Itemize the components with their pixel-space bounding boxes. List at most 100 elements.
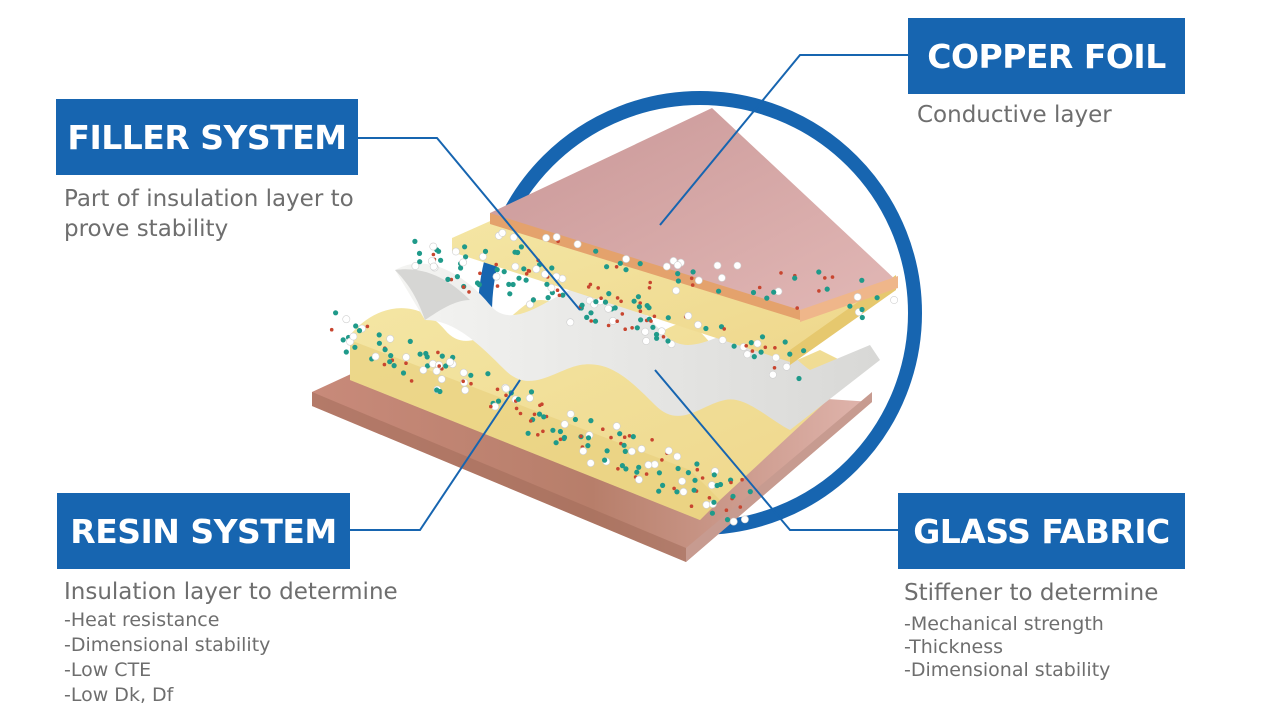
filler-particle <box>596 286 600 290</box>
filler-particle <box>376 332 382 338</box>
filler-particle <box>615 296 620 300</box>
filler-particle <box>750 289 757 296</box>
filler-particle <box>664 446 673 455</box>
filler-particle <box>792 275 798 281</box>
filler-particle <box>592 318 599 324</box>
filler-particle <box>494 267 500 273</box>
filler-particle <box>641 327 650 336</box>
filler-particle <box>621 442 627 448</box>
filler-particle <box>646 305 652 311</box>
filler-particle <box>695 467 700 472</box>
filler-particle <box>588 282 593 287</box>
filler-particle <box>443 363 449 369</box>
filler-particle <box>579 434 583 439</box>
filler-particle <box>684 311 693 320</box>
filler-particle <box>439 353 445 359</box>
filler-particle <box>711 472 717 478</box>
filler-particle <box>549 265 555 271</box>
filler-particle <box>485 371 491 377</box>
filler-particle <box>417 259 423 265</box>
filler-particle <box>617 260 623 266</box>
filler-particle <box>417 351 423 357</box>
filler-particle <box>782 339 788 345</box>
filler-particle <box>660 482 666 488</box>
filler-particle <box>724 517 731 523</box>
filler-particle <box>628 447 636 456</box>
filler-particle <box>429 262 438 271</box>
filler-particle <box>524 272 529 276</box>
filler-particle <box>636 464 642 470</box>
filler-particle <box>772 366 777 370</box>
filler-particle <box>541 270 549 279</box>
filler-particle <box>502 384 510 393</box>
filler-particle <box>724 508 729 512</box>
filler-particle <box>652 314 657 319</box>
filler-particle <box>501 269 507 275</box>
filler-particle <box>516 275 522 281</box>
filler-particle <box>722 327 726 331</box>
filler-particle <box>579 302 585 308</box>
filler-particle <box>557 428 564 435</box>
filler-particle <box>612 422 621 431</box>
filler-particle <box>407 338 413 344</box>
filler-particle <box>606 291 612 297</box>
filler-particle <box>498 228 507 237</box>
filler-particle <box>859 314 865 321</box>
filler-particle <box>352 344 358 350</box>
filler-particle <box>467 290 471 294</box>
filler-particle <box>692 477 698 483</box>
filler-particle <box>602 299 609 305</box>
filler-particle <box>463 254 469 260</box>
filler-particle <box>647 286 652 290</box>
filler-particle <box>429 242 438 251</box>
filler-particle <box>691 487 697 493</box>
resin-bullet-item: -Heat resistance <box>64 609 220 631</box>
filler-particle <box>718 273 726 282</box>
filler-particle <box>528 419 533 423</box>
filler-particle <box>412 238 418 244</box>
filler-particle <box>400 370 407 376</box>
filler-particle <box>678 477 686 486</box>
filler-particle <box>458 265 464 271</box>
filler-particle <box>830 275 835 279</box>
filler-particle <box>661 335 666 339</box>
filler-particle <box>694 320 702 329</box>
filler-particle <box>585 435 592 441</box>
filler-particle <box>416 250 423 256</box>
glass-bullet-item: -Dimensional stability <box>904 659 1111 681</box>
filler-particle <box>636 304 643 310</box>
connector-lines <box>350 54 908 531</box>
filler-system-description: Part of insulation layer to prove stabil… <box>64 186 354 242</box>
filler-particle <box>492 272 501 281</box>
filler-particle <box>638 301 642 305</box>
filler-particle <box>343 349 349 355</box>
filler-particle <box>627 434 632 438</box>
filler-particle <box>593 299 599 305</box>
filler-particle <box>679 487 688 496</box>
filler-particle <box>459 368 468 377</box>
filler-particle <box>436 350 440 355</box>
filler-particle <box>402 353 411 362</box>
filler-particle <box>738 505 743 509</box>
filler-particle <box>653 331 660 338</box>
filler-particle <box>514 406 519 411</box>
filler-particle <box>542 233 550 242</box>
filler-particle <box>859 306 865 313</box>
filler-particle <box>665 338 671 344</box>
filler-particle <box>773 346 777 350</box>
filler-particle <box>424 363 431 369</box>
resin-bullet-item: -Low CTE <box>64 659 152 681</box>
filler-particle <box>558 437 563 442</box>
filler-particle <box>382 362 387 367</box>
glass-fabric-layer <box>395 263 880 430</box>
filler-particle <box>782 362 791 371</box>
filler-particle <box>700 476 705 480</box>
filler-particle <box>650 324 656 330</box>
filler-particle <box>795 306 799 310</box>
filler-particle <box>507 291 513 297</box>
filler-particle <box>555 288 560 293</box>
filler-particle <box>409 379 414 383</box>
filler-particle <box>675 465 681 472</box>
filler-particle <box>478 271 482 276</box>
filler-particle <box>617 431 623 437</box>
